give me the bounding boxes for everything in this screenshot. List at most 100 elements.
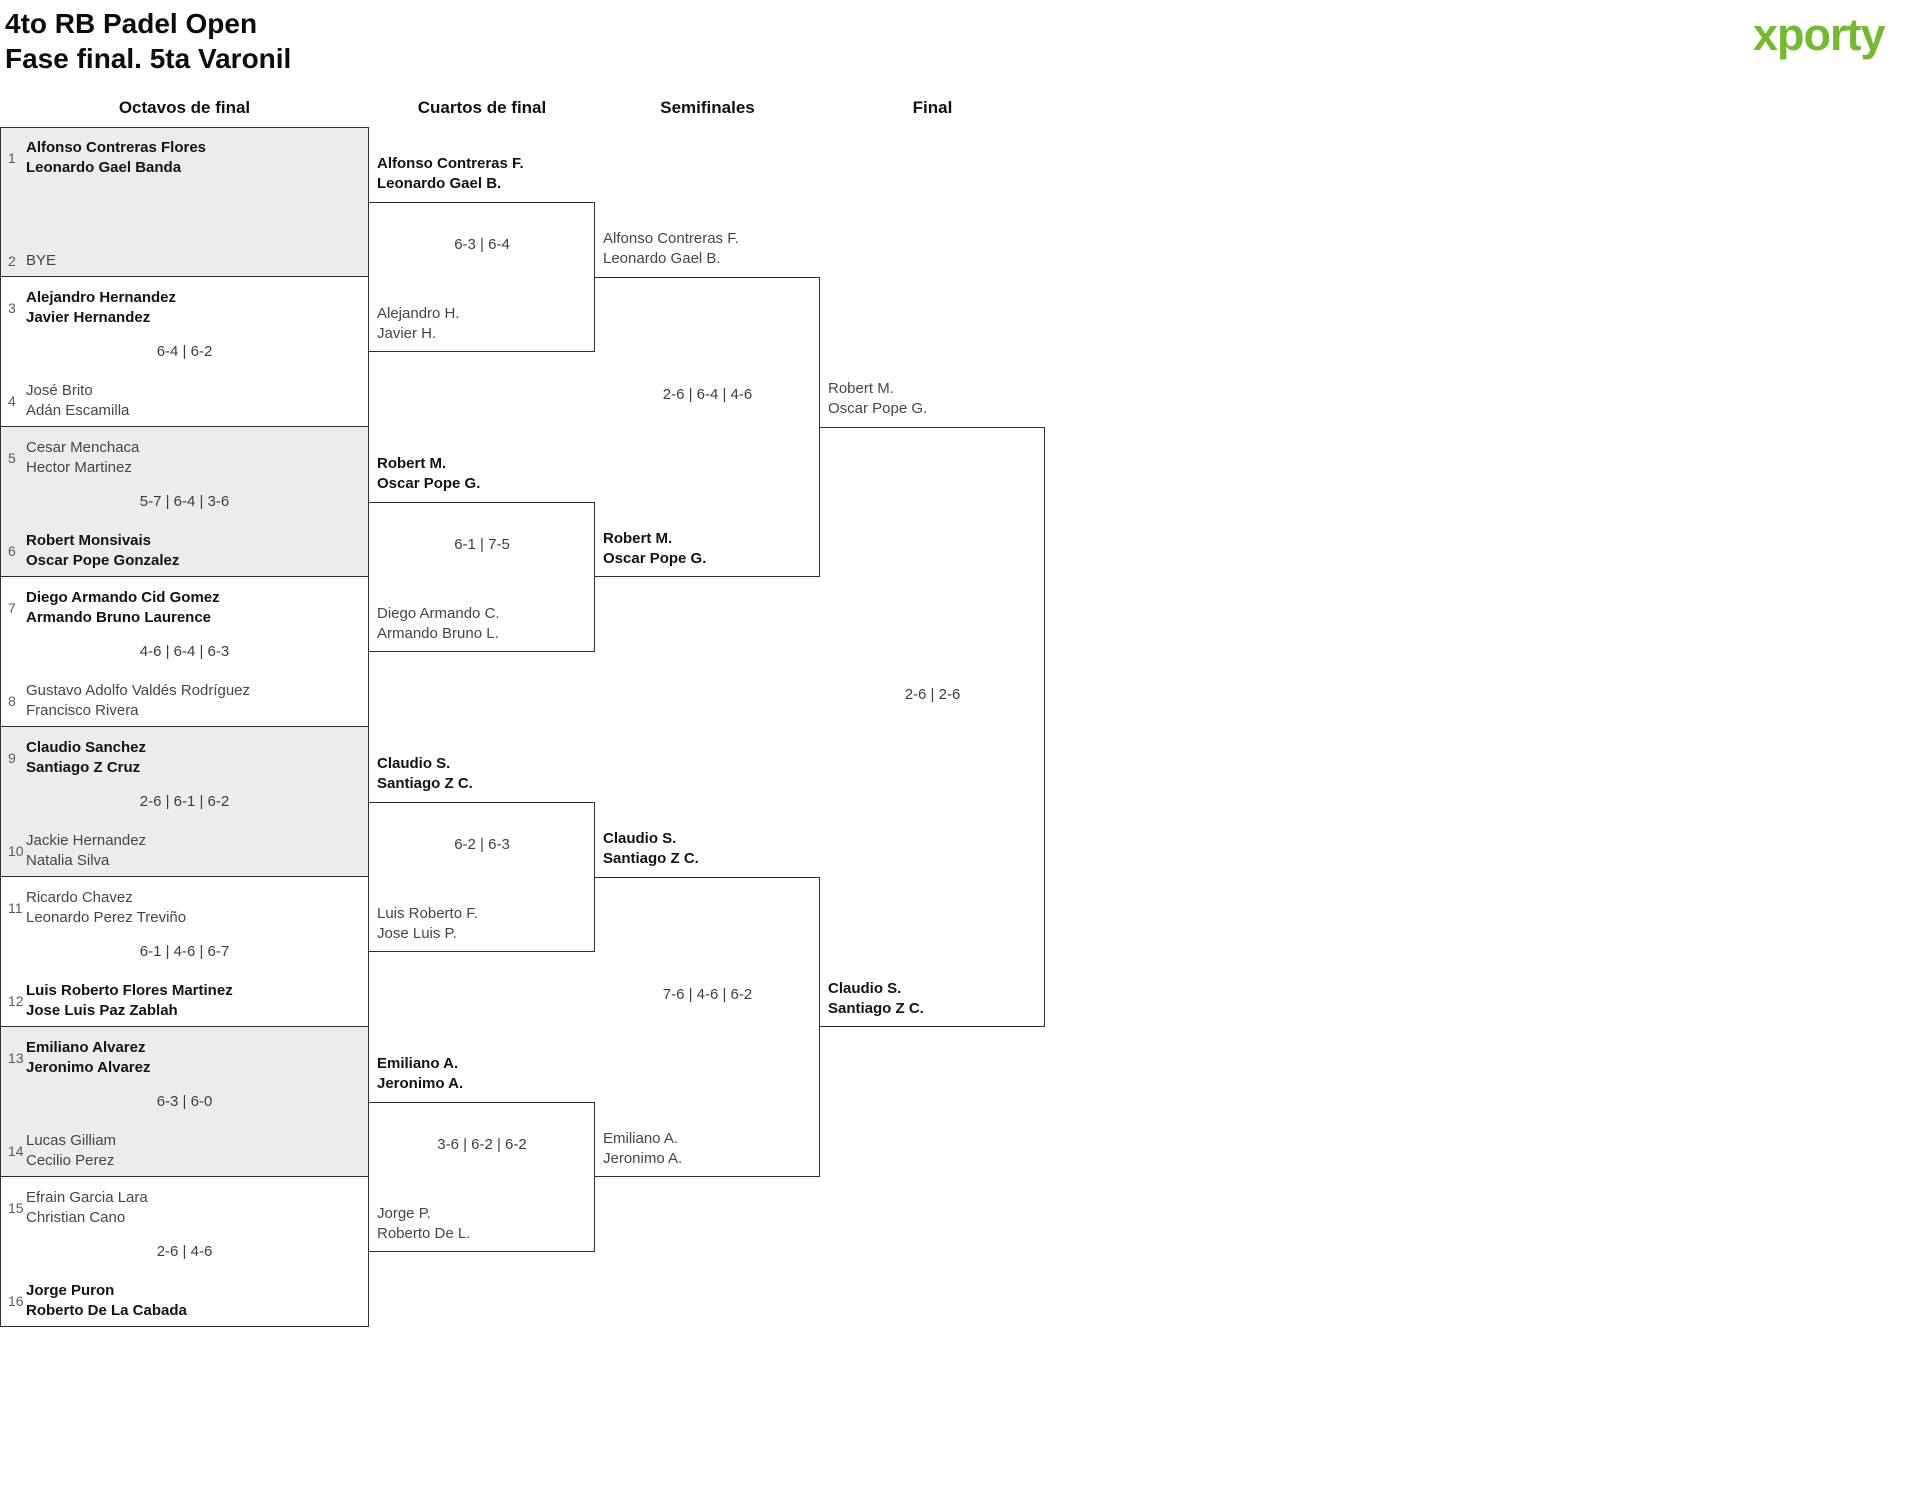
match-score: 6-3 | 6-0: [156, 1093, 213, 1110]
match-winner-label[interactable]: Robert M. Oscar Pope G.: [603, 529, 706, 569]
team-name: Santiago Z C.: [828, 1000, 924, 1017]
seed-number: 7: [8, 600, 16, 616]
page-title: 4to RB Padel Open Fase final. 5ta Varoni…: [5, 6, 291, 76]
match-winner-label[interactable]: Claudio S.Santiago Z C.: [828, 979, 924, 1019]
match-loser-label[interactable]: Alejandro H.Javier H.: [377, 304, 460, 344]
match-box: [369, 202, 595, 352]
team-names: BYE: [26, 251, 369, 271]
team-name: Jorge Puron: [26, 1282, 115, 1299]
team-name: Alfonso Contreras Flores: [26, 139, 207, 156]
match-winner-label[interactable]: Claudio S.Santiago Z C.: [377, 754, 473, 794]
team-name: Santiago Z Cruz: [26, 759, 141, 776]
team-name: Emiliano A.: [377, 1055, 459, 1072]
team-name: Oscar Pope G.: [828, 400, 928, 417]
match-loser-label[interactable]: Alfonso Contreras F.Leonardo Gael B.: [603, 229, 739, 269]
team-name: Oscar Pope Gonzalez: [26, 552, 180, 569]
octavos-match-box: [0, 727, 369, 877]
team-name: Santiago Z C.: [603, 850, 699, 867]
team-name: Alejandro H.: [377, 305, 460, 322]
match-loser-label[interactable]: Jorge P.Roberto De L.: [377, 1204, 470, 1244]
round-header-octavos: Octavos de final: [118, 98, 251, 117]
match-score: 6-3 | 6-4: [454, 236, 510, 253]
team-name: Emiliano A.: [603, 1130, 679, 1147]
team-name: Natalia Silva: [26, 852, 110, 869]
seed-number: 1: [8, 150, 16, 166]
match-winner-label[interactable]: Claudio S.Santiago Z C.: [603, 829, 699, 869]
seed-number: 2: [8, 253, 16, 269]
team-name: Armando Bruno L.: [377, 625, 499, 642]
match-score: 5-7 | 6-4 | 3-6: [139, 493, 230, 510]
match-box: [820, 427, 1045, 1027]
team-name: Santiago Z C.: [377, 775, 473, 792]
seed-number: 13: [8, 1050, 24, 1066]
match-score: 3-6 | 6-2 | 6-2: [437, 1136, 527, 1153]
match-score: 7-6 | 4-6 | 6-2: [662, 986, 753, 1003]
octavos-match-box: [0, 1027, 369, 1177]
match-loser-label[interactable]: Robert M.Oscar Pope G.: [828, 379, 927, 419]
team-name: Jeronimo A.: [377, 1075, 464, 1092]
match-loser-label[interactable]: Emiliano A.Jeronimo A.: [603, 1129, 682, 1169]
match-winner-label[interactable]: Emiliano A. Jeronimo A.: [377, 1054, 463, 1094]
octavos-match-box: [0, 877, 369, 1027]
match-box: [369, 802, 595, 952]
xporty-logo-text: xporty: [1753, 9, 1886, 60]
team-name: Javier Hernandez: [26, 309, 151, 326]
match-winner-label[interactable]: Robert M.Oscar Pope G.: [377, 454, 480, 494]
team-name: Oscar Pope G.: [603, 550, 707, 567]
team-name: Leonardo Perez Treviño: [26, 909, 187, 926]
match-loser-label[interactable]: Diego Armando C. Armando Bruno L.: [377, 604, 500, 644]
team-name: Diego Armando Cid Gomez: [26, 589, 220, 606]
team-name: Lucas Gilliam: [26, 1132, 117, 1149]
round-header-semifinales: Semifinales: [660, 98, 755, 117]
team-name: Jeronimo Alvarez: [26, 1059, 151, 1076]
team-name: Roberto De La Cabada: [26, 1302, 187, 1319]
team-name: Armando Bruno Laurence: [26, 609, 212, 626]
team-name: Diego Armando C.: [377, 605, 500, 622]
seed-number: 4: [8, 393, 16, 409]
team-name: Jackie Hernandez: [26, 832, 147, 849]
match-winner-label[interactable]: Alfonso Contreras F.Leonardo Gael B.: [377, 154, 524, 194]
match-box: [595, 877, 820, 1177]
team-name: Robert M.: [603, 530, 673, 547]
seed-number: 9: [8, 750, 16, 766]
match-loser-label[interactable]: Luis Roberto F.Jose Luis P.: [377, 904, 478, 944]
team-name: Christian Cano: [26, 1209, 126, 1226]
octavos-match-box: [0, 1177, 369, 1327]
seed-number: 8: [8, 693, 16, 709]
team-name: Alfonso Contreras F.: [603, 230, 739, 247]
team-name: Alfonso Contreras F.: [377, 155, 524, 172]
team-entry[interactable]: 2 BYE: [0, 251, 369, 271]
team-name: José Brito: [26, 382, 93, 399]
team-name: Robert Monsivais: [26, 532, 152, 549]
team-name: Luis Roberto F.: [377, 905, 478, 922]
team-name: Jorge P.: [377, 1205, 431, 1222]
octavos-match-box: [0, 277, 369, 427]
team-name: Cecilio Perez: [26, 1152, 115, 1169]
octavos-match-box: [0, 127, 369, 277]
round-header-cuartos: Cuartos de final: [417, 98, 547, 117]
match-score: 4-6 | 6-4 | 6-3: [139, 643, 230, 660]
